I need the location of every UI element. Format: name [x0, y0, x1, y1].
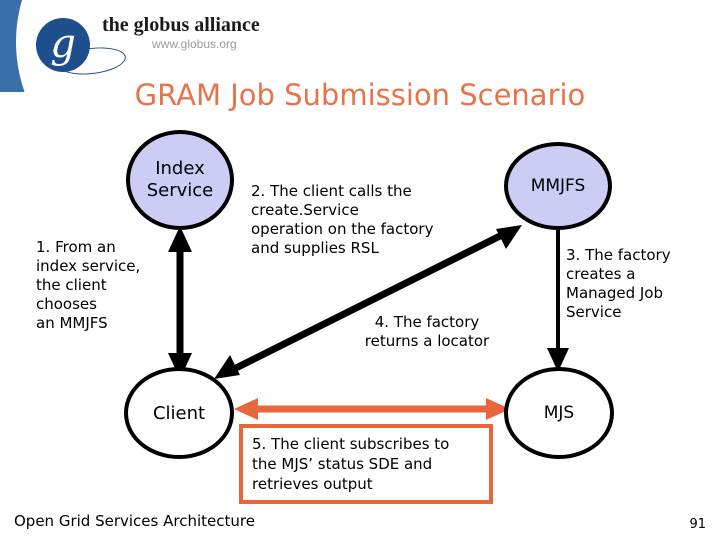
node-mmjfs[interactable]: MMJFS	[504, 142, 612, 230]
logo-disc-shape	[36, 18, 90, 72]
footer-label: Open Grid Services Architecture	[14, 512, 255, 530]
annotation-step-1: 1. From an index service, the client cho…	[36, 238, 141, 332]
footer-page-number: 91	[689, 517, 706, 532]
annotation-step-5-callout: 5. The client subscribes to the MJS’ sta…	[239, 424, 493, 504]
node-mjs[interactable]: MJS	[504, 367, 614, 459]
annotation-step-4: 4. The factory returns a locator	[364, 313, 490, 350]
page-title: GRAM Job Submission Scenario	[134, 78, 586, 112]
connector-client-mjs	[234, 398, 510, 420]
annotation-step-3: 3. The factory creates a Managed Job Ser…	[566, 246, 671, 321]
node-index-service[interactable]: Index Service	[126, 130, 234, 230]
logo-letter-g: g	[50, 21, 76, 67]
globus-logo: g the globus alliance www.globus.org	[36, 14, 306, 79]
annotation-step-2: 2. The client calls the create.Service o…	[251, 182, 434, 257]
node-client[interactable]: Client	[124, 367, 234, 459]
logo-url: www.globus.org	[152, 37, 237, 51]
logo-brand-name: the globus alliance	[102, 14, 260, 36]
